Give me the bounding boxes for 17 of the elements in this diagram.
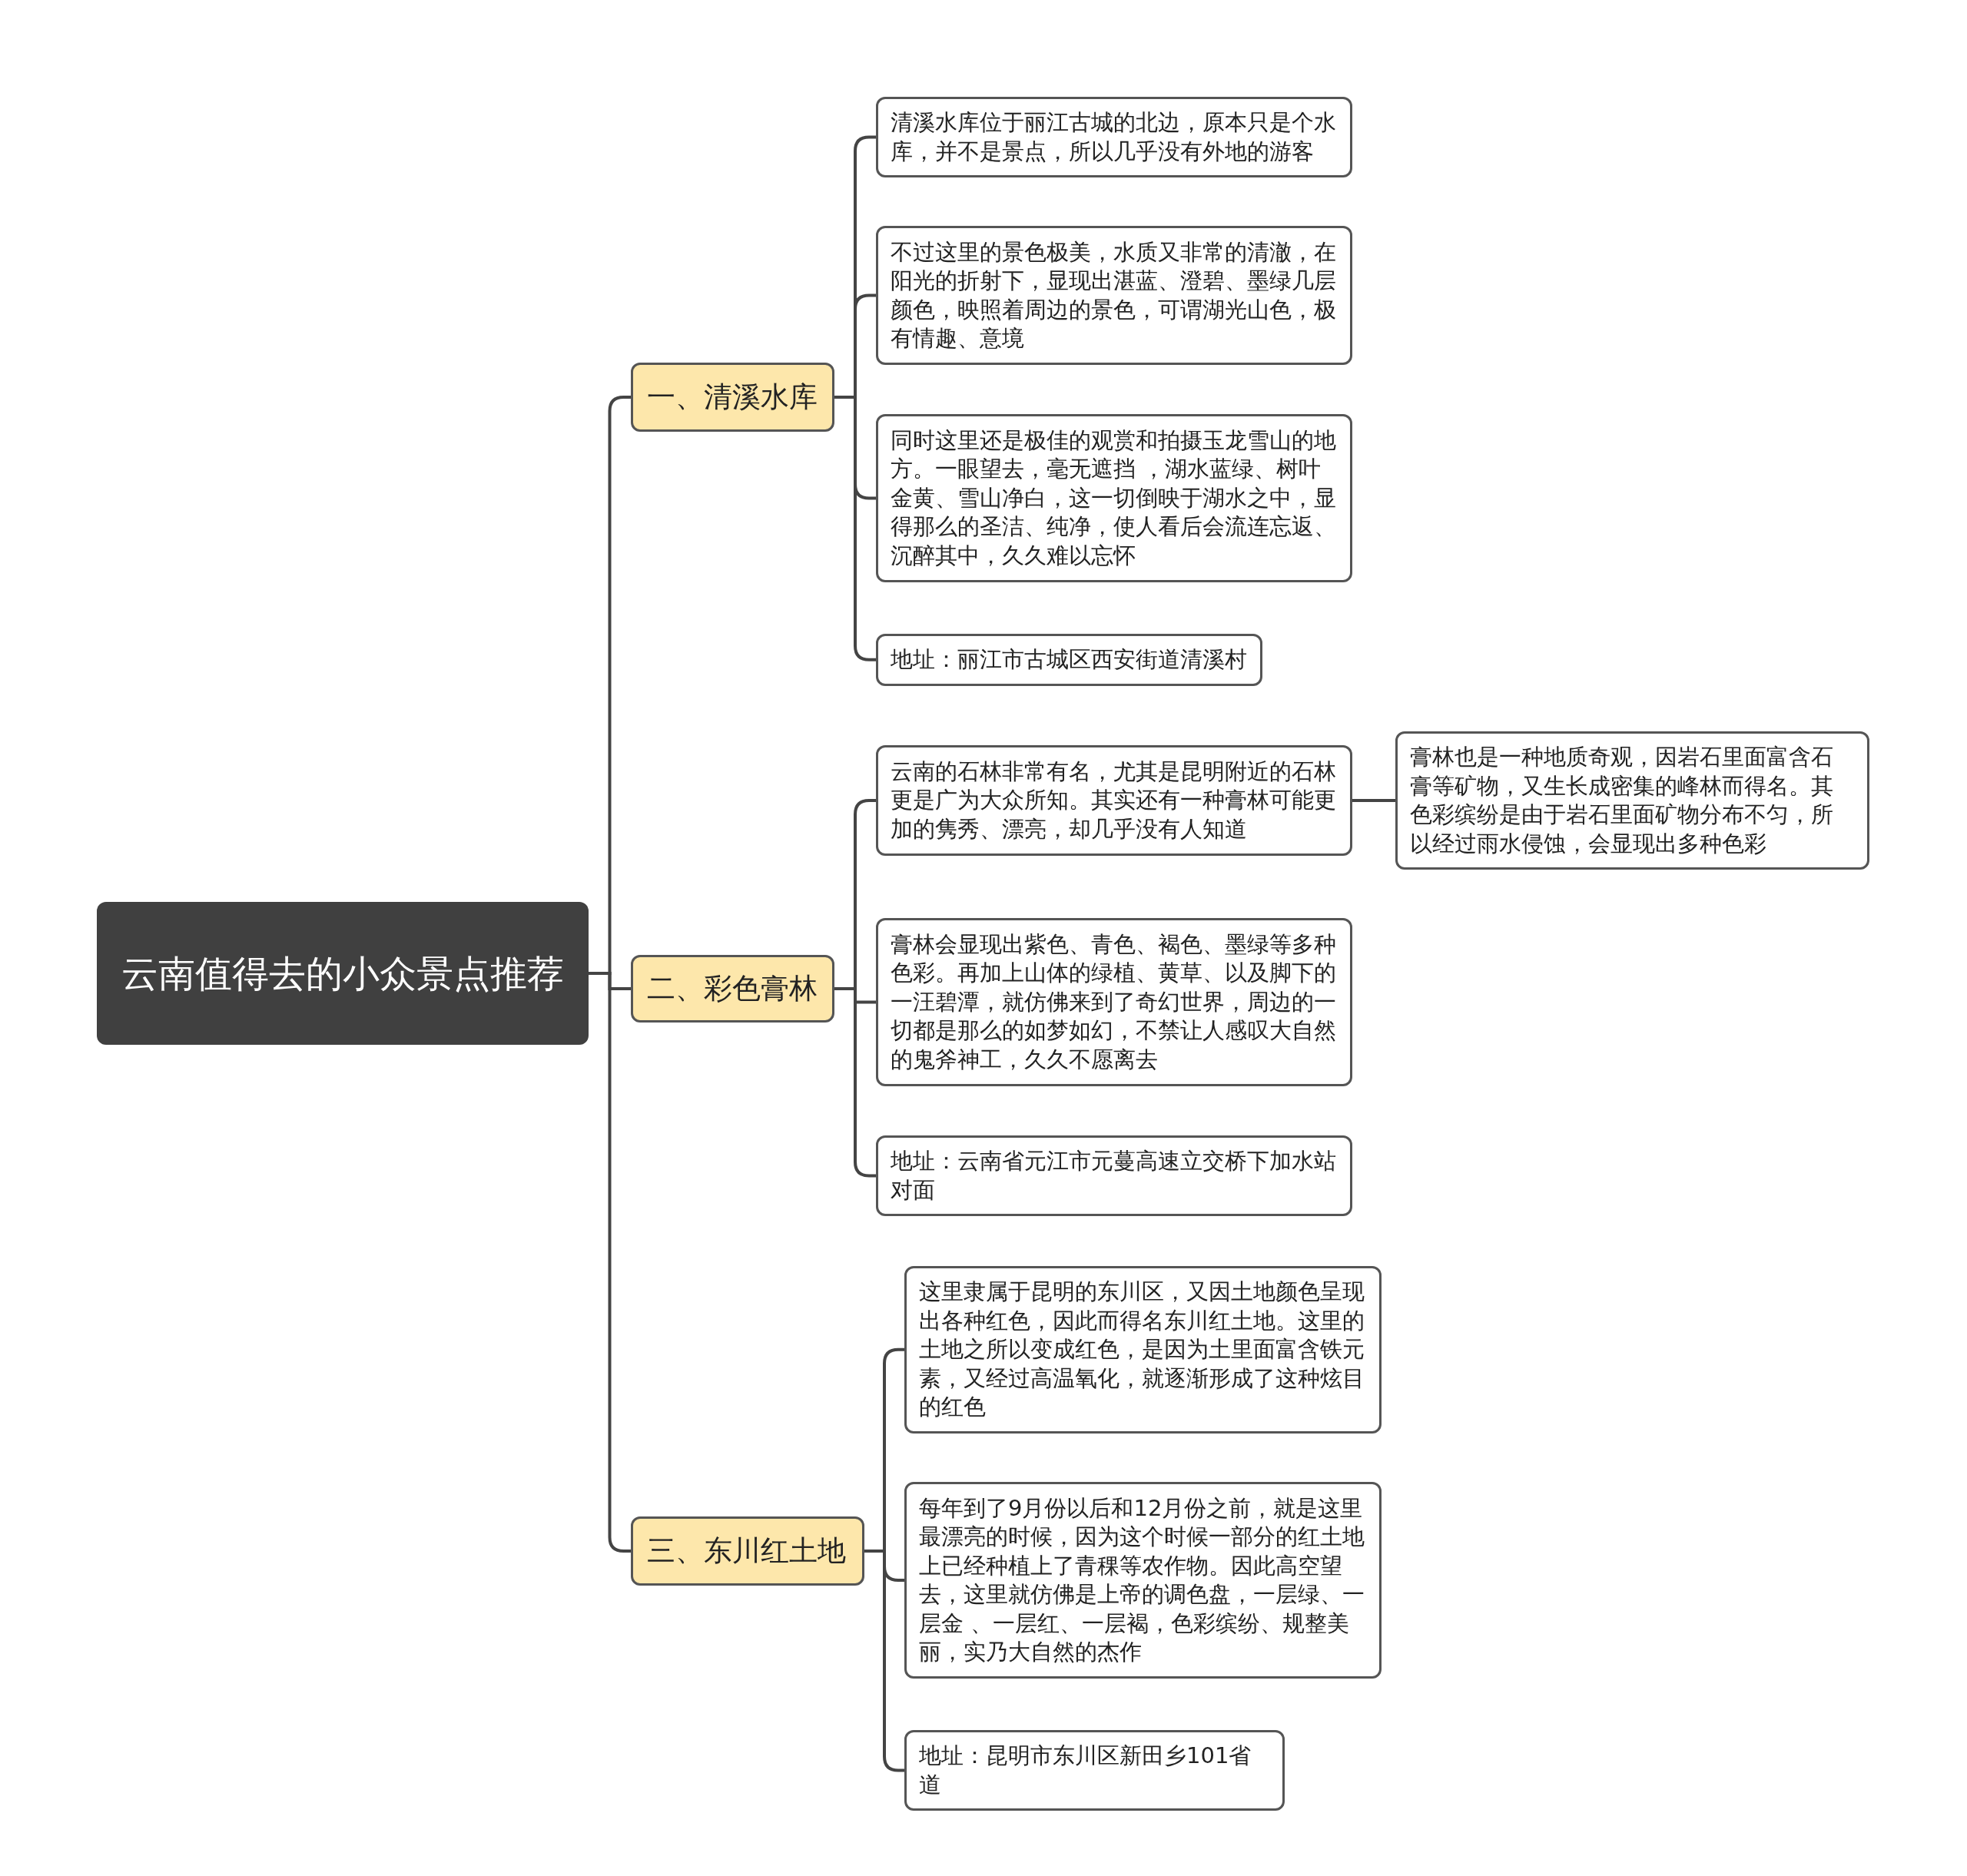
note-box: 不过这里的景色极美，水质又非常的清澈，在阳光的折射下，显现出湛蓝、澄碧、墨绿几层颜色，映照着周边的景色，可谓湖光山色，极有情趣、意境: [876, 226, 1352, 365]
note-box: 膏林会显现出紫色、青色、褐色、墨绿等多种色彩。再加上山体的绿植、黄草、以及脚下的一汪碧潭，就仿佛来到了奇幻世界，周边的一切都是那么的如梦如幻，不禁让人感叹大自然的鬼斧神工，久久不愿离去: [876, 918, 1352, 1086]
topic-box: 三、东川红土地: [631, 1516, 864, 1586]
connector-line: [1352, 799, 1395, 802]
note-box: 膏林也是一种地质奇观，因岩石里面富含石膏等矿物，又生长成密集的峰林而得名。其色彩缤纷是由于岩石里面矿物分布不匀，所以经过雨水侵蚀，会显现出多种色彩: [1395, 731, 1869, 870]
note-box: 每年到了9月份以后和12月份之前，就是这里最漂亮的时候，因为这个时候一部分的红土地上已经种植上了青稞等农作物。因此高空望去，这里就仿佛是上帝的调色盘，一层绿、一层金 、一层红、一层褐，色彩缤纷、规整美丽，实乃大自然的杰作: [904, 1482, 1382, 1679]
note-box: 清溪水库位于丽江古城的北边，原本只是个水库，并不是景点，所以几乎没有外地的游客: [876, 97, 1352, 177]
topic-box: 一、清溪水库: [631, 363, 834, 432]
note-box: 地址：云南省元江市元蔓高速立交桥下加水站对面: [876, 1135, 1352, 1216]
topic-box: 二、彩色膏林: [631, 955, 834, 1023]
connector-line: [864, 1550, 904, 1772]
central-topic-box: 云南值得去的小众景点推荐: [97, 902, 589, 1045]
note-box: 地址：丽江市古城区西安街道清溪村: [876, 634, 1262, 686]
note-box: 地址：昆明市东川区新田乡101省道: [904, 1730, 1285, 1811]
note-box: 云南的石林非常有名，尤其是昆明附近的石林更是广为大众所知。其实还有一种膏林可能更加的隽秀、漂亮，却几乎没有人知道: [876, 745, 1352, 856]
note-box: 同时这里还是极佳的观赏和拍摄玉龙雪山的地方。一眼望去，毫无遮挡 ，湖水蓝绿、树叶金黄、雪山净白，这一切倒映于湖水之中，显得那么的圣洁、纯净，使人看后会流连忘返、沉醉其中，久久难以忘怀: [876, 414, 1352, 582]
note-box: 这里隶属于昆明的东川区，又因土地颜色呈现出各种红色，因此而得名东川红土地。这里的土地之所以变成红色，是因为土里面富含铁元素，又经过高温氧化，就逐渐形成了这种炫目的红色: [904, 1266, 1382, 1434]
